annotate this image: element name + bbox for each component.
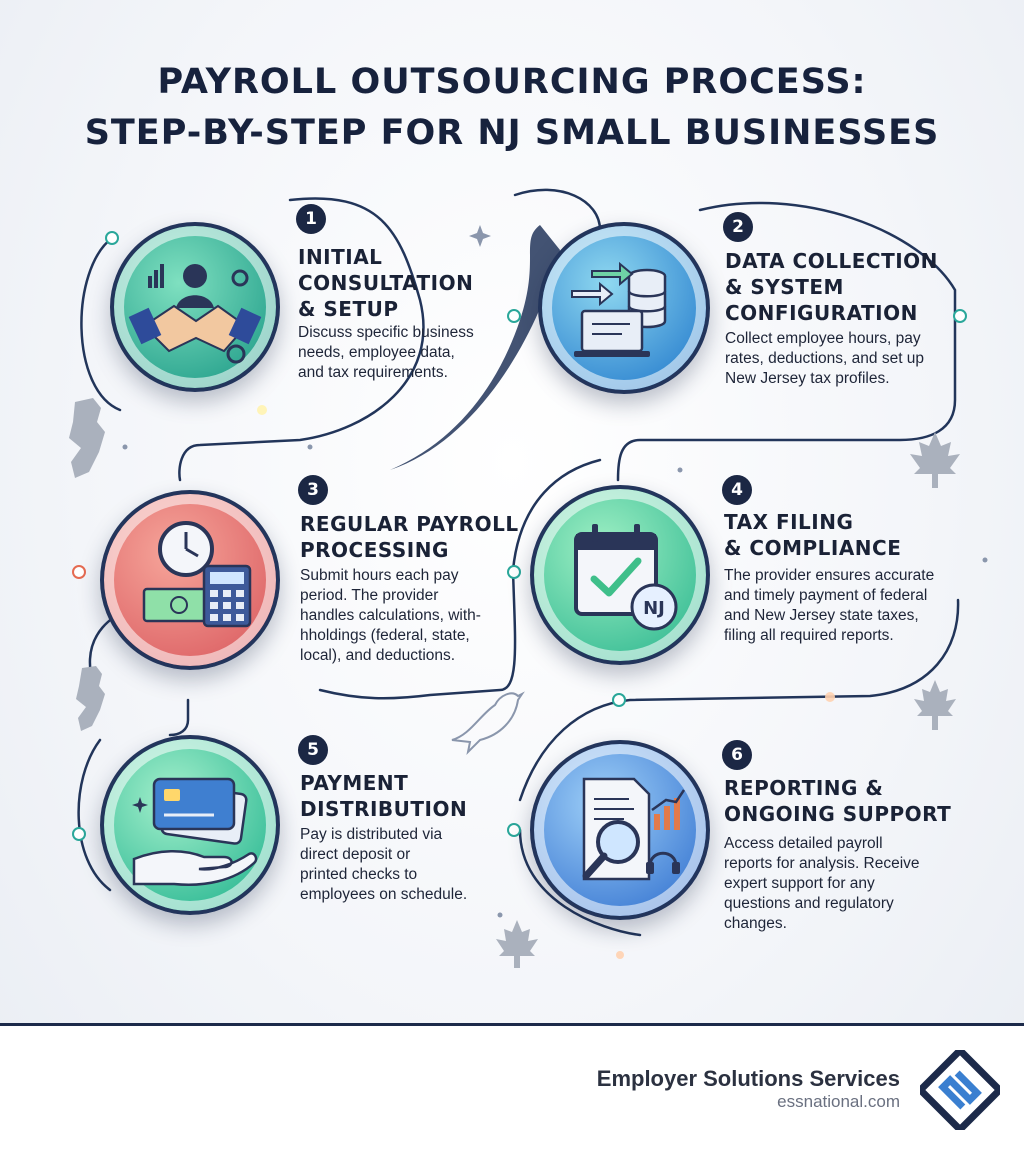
nj-map-icon-2 <box>76 666 105 731</box>
step-5-description: Pay is distributed via direct deposit or… <box>300 826 468 903</box>
connector-dot <box>612 693 626 707</box>
step-1-icon-circle <box>110 222 280 392</box>
report-magnifier-icon <box>582 777 686 881</box>
step-1-number-badge: 1 <box>296 204 326 234</box>
step-5-icon-circle <box>100 735 280 915</box>
step-3-heading: REGULAR PAYROLL PROCESSING <box>300 512 519 562</box>
maple-leaf-icon-3 <box>496 920 538 968</box>
footer <box>0 1026 1024 1154</box>
calendar-check-icon: NJ <box>574 524 678 631</box>
footer-divider <box>0 1023 1024 1026</box>
page-title-line1: PAYROLL OUTSOURCING PROCESS: <box>157 62 867 102</box>
ess-logo-icon <box>920 1050 1000 1130</box>
step-1-heading: INITIAL CONSULTATION & SETUP <box>298 245 474 321</box>
connector-dot <box>507 309 521 323</box>
connector-dot <box>507 823 521 837</box>
step-5-number-badge: 5 <box>298 735 328 765</box>
nj-badge-text: NJ <box>643 598 665 619</box>
step-4-description: The provider ensures accurate and timely… <box>724 567 935 644</box>
company-url[interactable]: essnational.com <box>777 1092 900 1111</box>
page-title-line2: STEP-BY-STEP FOR NJ SMALL BUSINESSES <box>84 113 940 153</box>
card-hand-icon <box>132 777 258 886</box>
step-4-heading: TAX FILING & COMPLIANCE <box>724 510 902 560</box>
connector-dot <box>105 231 119 245</box>
step-1-description: Discuss specific business needs, employe… <box>298 324 474 381</box>
step-4-icon-circle: NJ <box>530 485 710 665</box>
step-3-icon-circle <box>100 490 280 670</box>
step-3-number-badge: 3 <box>298 475 328 505</box>
nj-map-icon <box>69 398 105 478</box>
database-icon <box>571 261 667 357</box>
connector-dot <box>507 565 521 579</box>
bird-icon <box>451 691 525 756</box>
company-name: Employer Solutions Services <box>596 1066 900 1091</box>
step-6-description: Access detailed payroll reports for anal… <box>724 835 920 932</box>
step-2-number-badge: 2 <box>723 212 753 242</box>
connector-dot <box>72 565 86 579</box>
clock-calculator-icon <box>142 521 252 628</box>
step-2-description: Collect employee hours, pay rates, deduc… <box>725 330 925 387</box>
step-3-description: Submit hours each pay period. The provid… <box>300 567 481 664</box>
maple-leaf-icon <box>910 432 960 488</box>
connector-dot <box>72 827 86 841</box>
handshake-icon <box>128 264 262 364</box>
step-6-heading: REPORTING & ONGOING SUPPORT <box>724 776 952 826</box>
step-2-heading: DATA COLLECTION & SYSTEM CONFIGURATION <box>725 249 938 325</box>
step-6-icon-circle <box>530 740 710 920</box>
step-6-number-badge: 6 <box>722 740 752 770</box>
step-5-heading: PAYMENT DISTRIBUTION <box>300 771 468 821</box>
step-4-number-badge: 4 <box>722 475 752 505</box>
connector-dot <box>953 309 967 323</box>
step-2-icon-circle <box>538 222 710 394</box>
maple-leaf-icon-2 <box>914 680 956 730</box>
